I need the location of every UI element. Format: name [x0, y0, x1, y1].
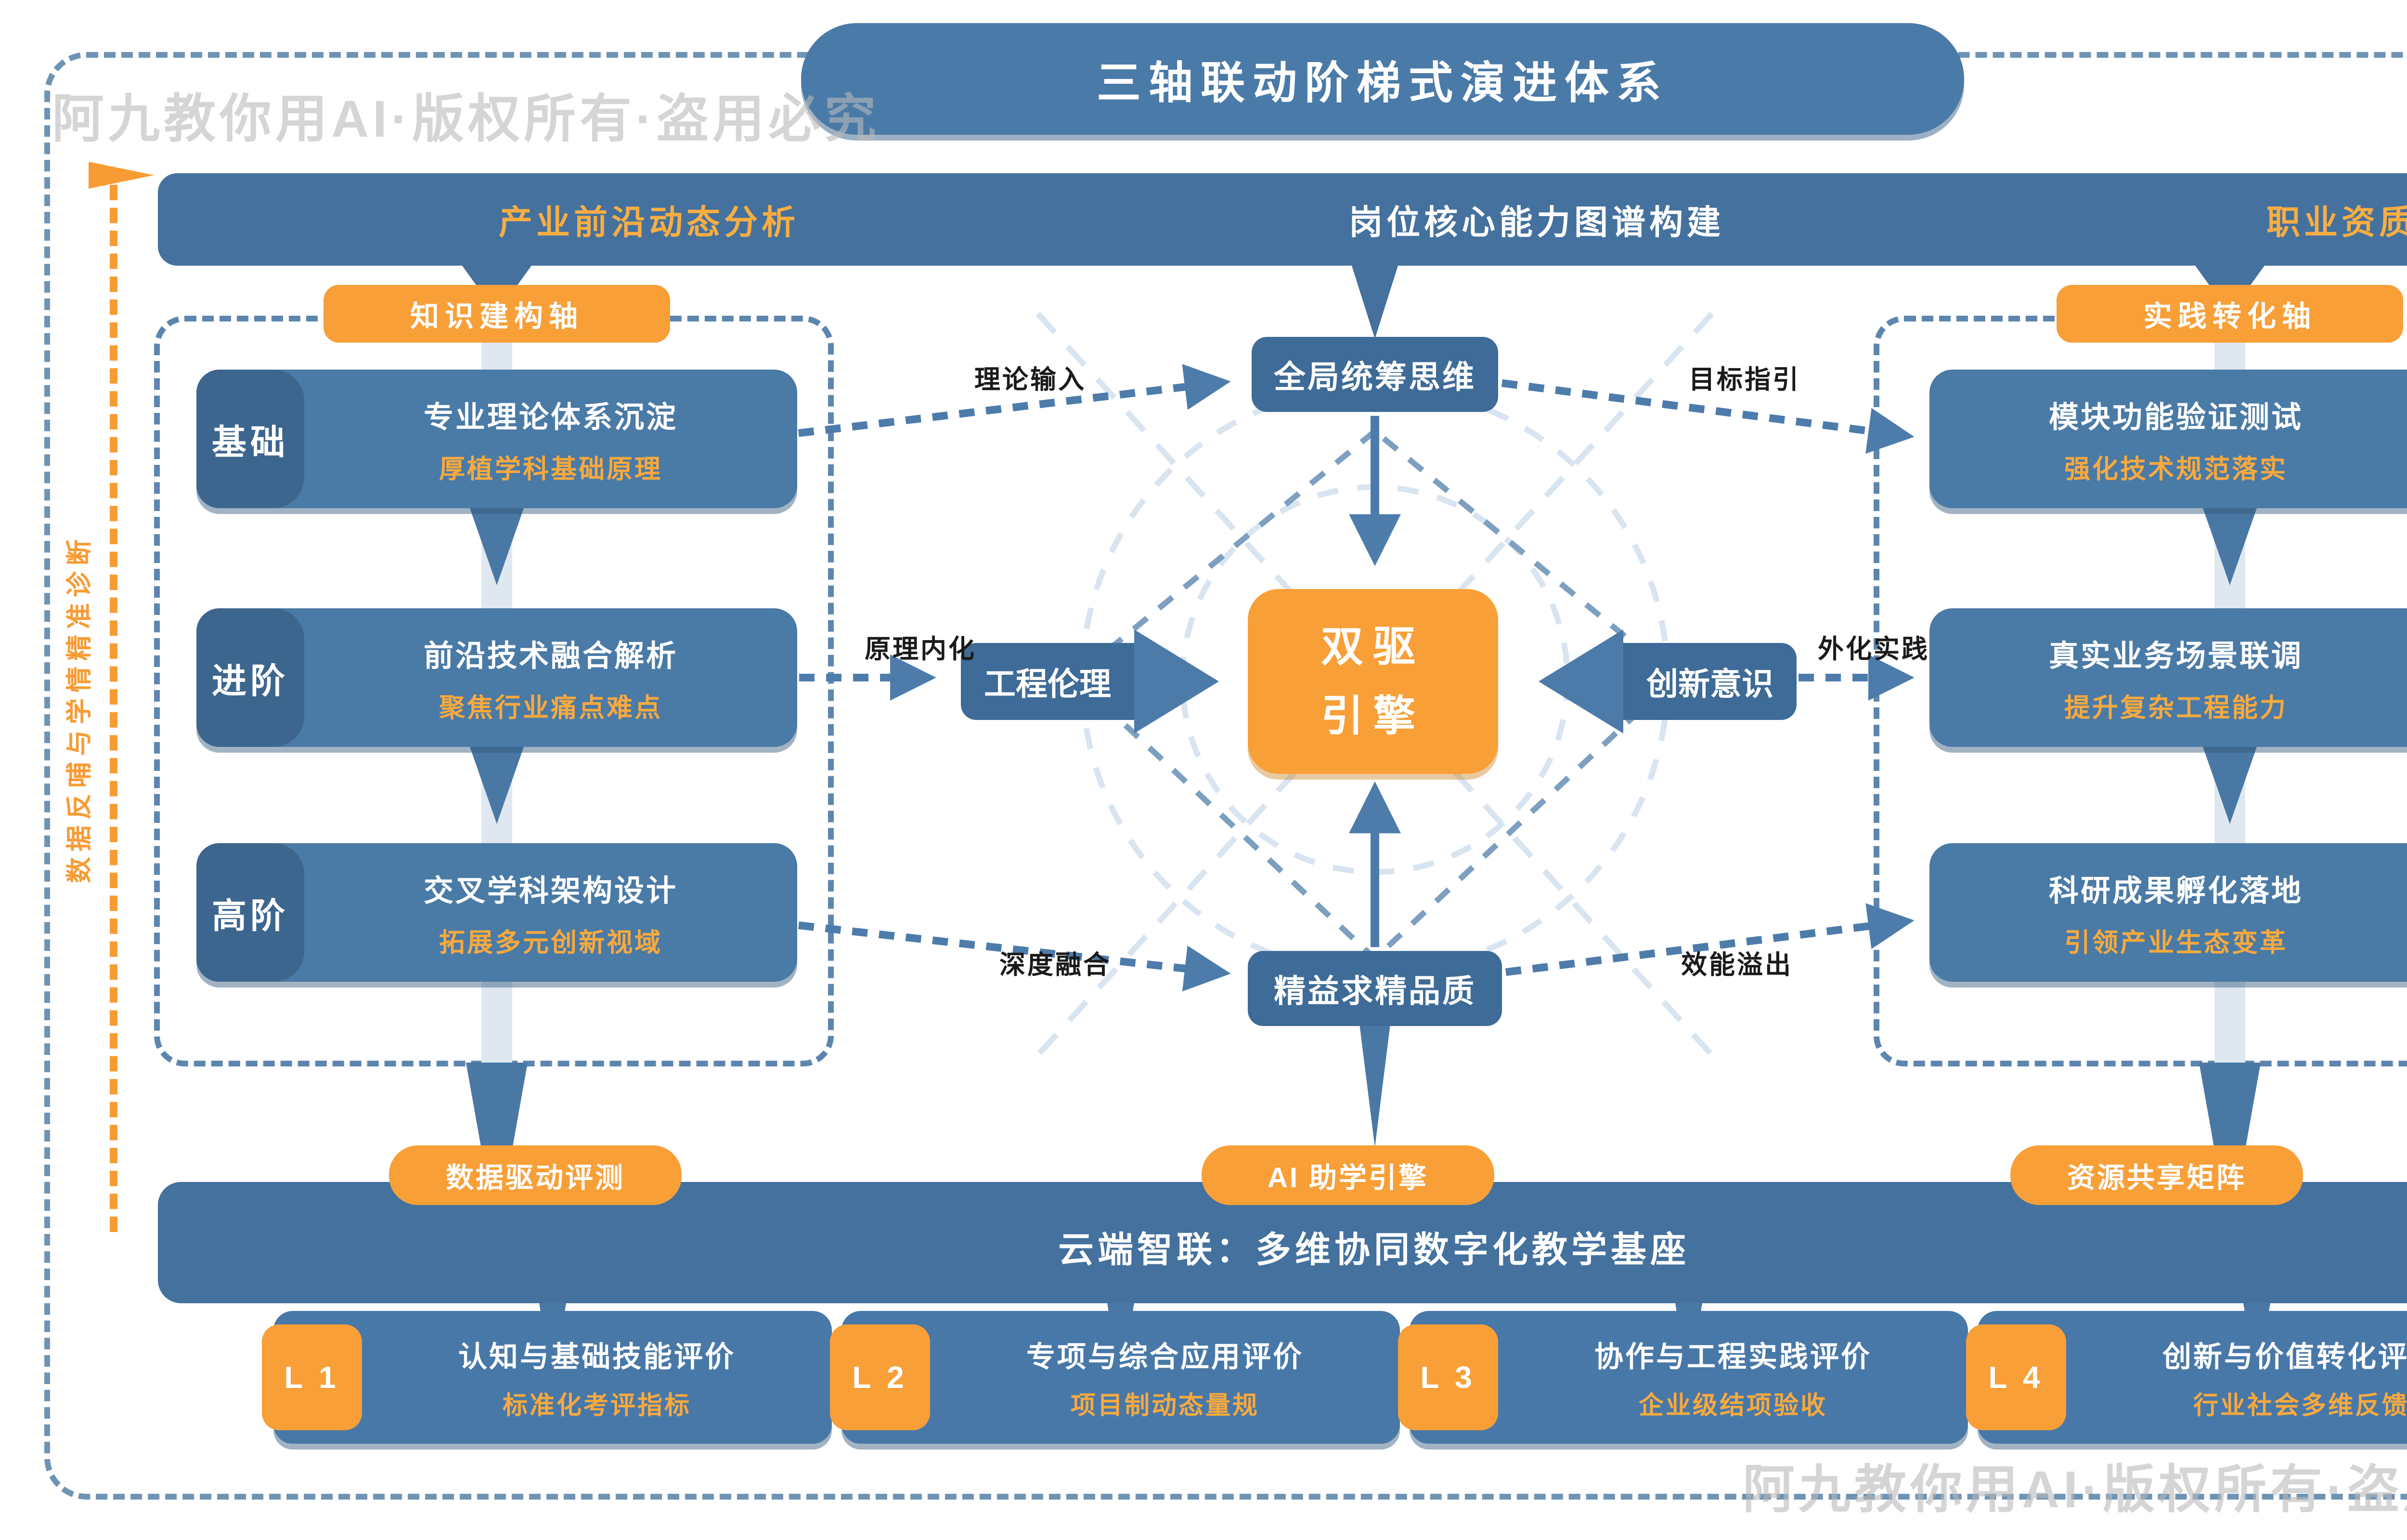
level-title: 创新与价值转化评价	[2162, 1341, 2407, 1373]
node-quality-excellence: 精益求精品质	[1248, 951, 1502, 1026]
box-subtitle: 强化技术规范落实	[2064, 454, 2288, 484]
level-box-l4: L 4 创新与价值转化评价 行业社会多维反馈	[1966, 1311, 2407, 1444]
dashed-arrow-goal-guide	[1501, 379, 1915, 454]
level-tag: L 3	[1398, 1324, 1498, 1430]
level-title: 协作与工程实践评价	[1594, 1341, 1872, 1373]
label-theory-input: 理论输入	[974, 365, 1086, 394]
practice-box-unit: 单项 模块功能验证测试 强化技术规范落实	[1929, 370, 2407, 508]
box-subtitle: 聚焦行业痛点难点	[439, 693, 662, 722]
node-engineering-ethics: 工程伦理	[961, 629, 1219, 733]
left-rail-label: 数据反哺与学情精准诊断	[65, 534, 94, 883]
level-subtitle: 行业社会多维反馈	[2193, 1392, 2407, 1420]
page-title: 三轴联动阶梯式演进体系	[801, 23, 1964, 135]
stage-tag: 进阶	[196, 608, 304, 747]
label-principle-internalize: 原理内化	[865, 635, 976, 664]
knowledge-box-advanced: 进阶 前沿技术融合解析 聚焦行业痛点难点	[196, 608, 797, 747]
label-externalize-practice: 外化实践	[1818, 635, 1929, 664]
dashed-arrow-deep-fusion	[718, 912, 1231, 992]
node-innovation-awareness: 创新意识	[1539, 629, 1797, 733]
down-pin	[2203, 508, 2257, 585]
level-title: 专项与综合应用评价	[1026, 1341, 1304, 1373]
box-title: 真实业务场景联调	[2048, 639, 2303, 673]
badge-resource-sharing-matrix: 资源共享矩阵	[2010, 1145, 2303, 1205]
down-pin	[1359, 1024, 1390, 1147]
label-goal-guide: 目标指引	[1689, 365, 1800, 394]
box-subtitle: 拓展多元创新视域	[439, 928, 662, 957]
level-subtitle: 企业级结项验收	[1638, 1392, 1827, 1420]
down-pin	[470, 747, 524, 824]
level-tag: L 4	[1966, 1324, 2066, 1430]
box-title: 前沿技术融合解析	[423, 639, 678, 673]
down-pin	[2203, 747, 2257, 824]
node-global-thinking: 全局统筹思维	[1252, 337, 1498, 412]
dashed-arrow-spillover	[1505, 903, 1915, 976]
callout-triangle	[1352, 266, 1398, 339]
practice-box-system: 系统 真实业务场景联调 提升复杂工程能力	[1929, 608, 2407, 747]
stage-tag: 高阶	[196, 843, 304, 982]
engine-line2: 引擎	[1320, 692, 1425, 740]
node-dual-drive-engine: 双驱 引擎	[1248, 589, 1498, 774]
badge-ai-learning-engine: AI 助学引擎	[1202, 1145, 1494, 1205]
level-title: 认知与基础技能评价	[458, 1341, 736, 1373]
box-title: 专业理论体系沉淀	[423, 400, 678, 434]
knowledge-box-basic: 基础 专业理论体系沉淀 厚植学科基础原理	[196, 370, 797, 508]
box-subtitle: 提升复杂工程能力	[2064, 693, 2288, 722]
level-subtitle: 项目制动态量规	[1070, 1392, 1259, 1420]
left-rail-arrow	[89, 162, 154, 189]
practice-box-panorama: 全景 科研成果孵化落地 引领产业生态变革	[1929, 843, 2407, 982]
level-subtitle: 标准化考评指标	[502, 1392, 691, 1420]
box-title: 科研成果孵化落地	[2048, 874, 2303, 908]
box-title: 交叉学科架构设计	[423, 874, 678, 908]
knowledge-axis-badge: 知识建构轴	[324, 285, 670, 343]
stage-tag: 基础	[196, 370, 304, 508]
down-pin	[470, 508, 524, 585]
box-subtitle: 引领产业生态变革	[2064, 928, 2288, 957]
practice-axis-badge: 实践转化轴	[2057, 285, 2403, 343]
top-bar-center-label: 岗位核心能力图谱构建	[1349, 203, 1724, 241]
left-feedback-rail	[110, 185, 117, 1232]
top-bar-left-label: 产业前沿动态分析	[499, 203, 799, 241]
knowledge-box-expert: 高阶 交叉学科架构设计 拓展多元创新视域	[196, 843, 797, 982]
label-efficiency-spillover: 效能溢出	[1681, 950, 1793, 979]
box-subtitle: 厚植学科基础原理	[439, 454, 662, 484]
level-tag: L 2	[830, 1324, 930, 1430]
watermark-top: 阿九教你用AI·版权所有·盗用必究	[52, 90, 880, 148]
top-bar-right-label: 职业资质认证标准	[2266, 203, 2407, 241]
box-title: 模块功能验证测试	[2048, 400, 2303, 434]
label-deep-fusion: 深度融合	[999, 950, 1111, 979]
dashed-arrow-theory-input	[718, 364, 1231, 447]
level-box-l2: L 2 专项与综合应用评价 项目制动态量规	[830, 1311, 1400, 1444]
engine-line1: 双驱	[1320, 623, 1425, 670]
level-box-l1: L 1 认知与基础技能评价 标准化考评指标	[262, 1311, 832, 1444]
level-tag: L 1	[262, 1324, 362, 1430]
badge-data-driven-eval: 数据驱动评测	[389, 1145, 682, 1205]
watermark-bottom: 阿九教你用AI·版权所有·盗用必究	[1743, 1460, 2407, 1518]
top-bar: 产业前沿动态分析 岗位核心能力图谱构建 职业资质认证标准	[158, 173, 2407, 266]
level-box-l3: L 3 协作与工程实践评价 企业级结项验收	[1398, 1311, 1968, 1444]
